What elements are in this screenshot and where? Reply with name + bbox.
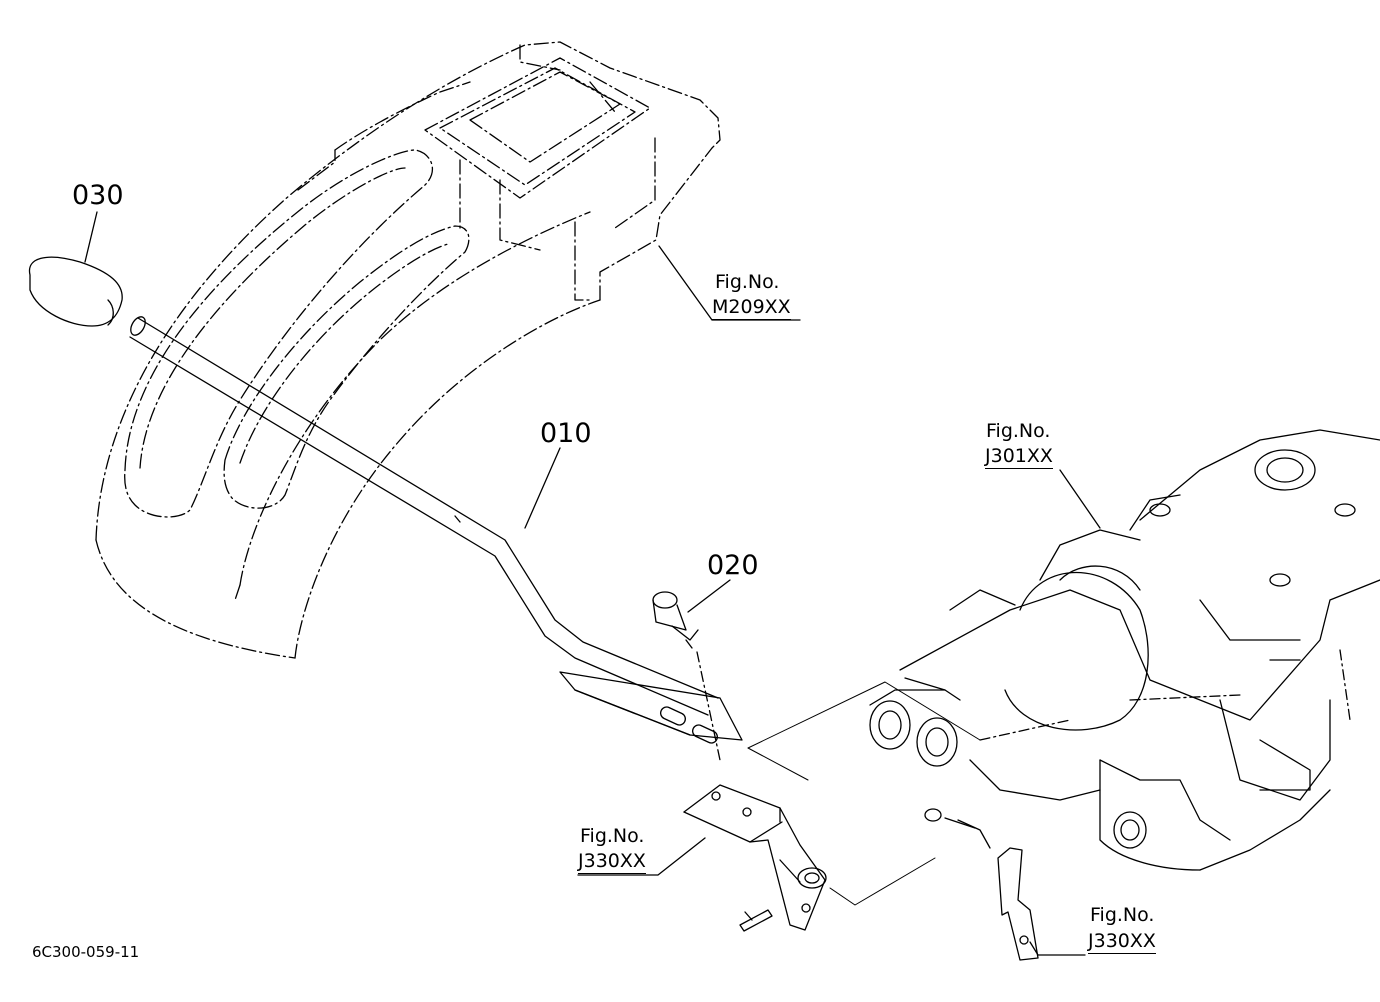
- leader-j330-b: [1029, 941, 1086, 956]
- part-label-030: 030: [72, 180, 124, 211]
- bracket-left: [683, 784, 827, 932]
- leader-030: [84, 211, 98, 263]
- fig-ref-j330-b-number: J330XX: [1088, 930, 1156, 954]
- bolt-020: [652, 591, 721, 761]
- fender-phantom: [95, 41, 721, 659]
- fig-ref-j330-a-number: J330XX: [578, 850, 646, 874]
- leader-lines: [84, 211, 1101, 956]
- fig-ref-j330-b-caption: Fig.No.: [1090, 904, 1155, 926]
- fig-ref-j301-caption: Fig.No.: [986, 420, 1051, 442]
- fig-ref-m209-number: M209XX: [712, 296, 791, 320]
- drawing-code: 6C300-059-11: [32, 943, 140, 961]
- housing-j301: [869, 429, 1380, 871]
- fig-ref-m209-caption: Fig.No.: [715, 271, 780, 293]
- mounting-plane: [747, 681, 981, 906]
- leader-020: [687, 579, 731, 613]
- leader-010: [524, 447, 561, 529]
- part-label-020: 020: [707, 550, 759, 581]
- lever-010: [129, 316, 743, 744]
- leader-j301: [1059, 469, 1101, 529]
- fig-ref-j330-a-caption: Fig.No.: [580, 825, 645, 847]
- part-label-010: 010: [540, 418, 592, 449]
- knob-030: [28, 256, 123, 327]
- bracket-right: [924, 808, 1039, 961]
- leader-j330-a: [577, 837, 706, 876]
- leader-m209: [658, 245, 801, 321]
- fig-ref-j301-number: J301XX: [985, 445, 1053, 469]
